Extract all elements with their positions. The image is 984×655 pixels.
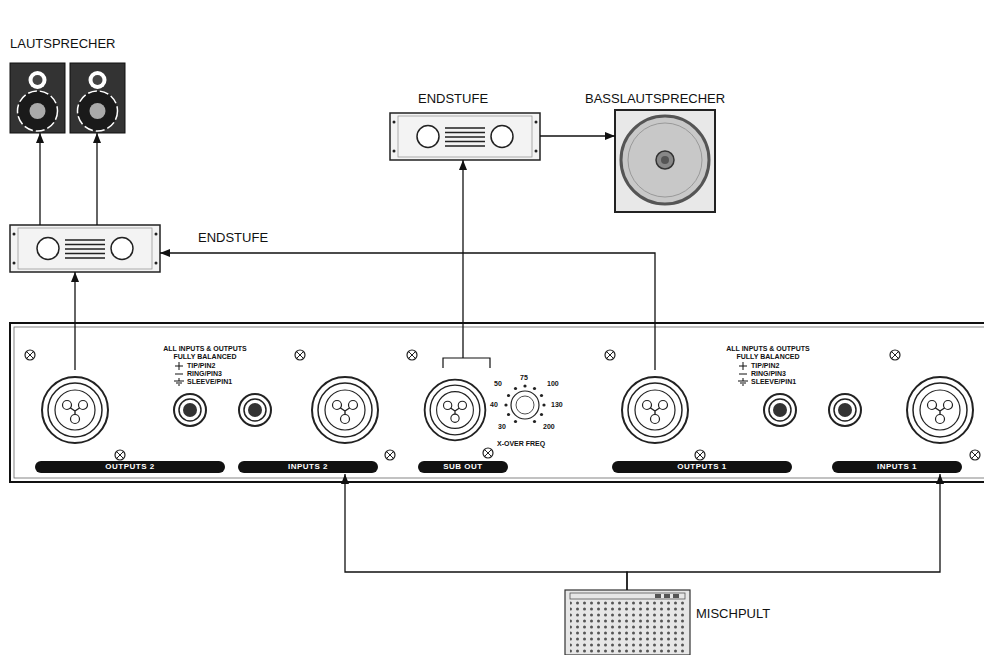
dial-number: 75 <box>520 374 528 382</box>
pin-symbols <box>174 362 748 385</box>
subwoofer: BASSLAUTSPRECHER <box>615 110 715 212</box>
crossover-dial <box>443 358 546 423</box>
mixing-console: MISCHPULT <box>565 590 690 655</box>
socket-label: OUTPUTS 2 <box>35 461 225 473</box>
socket-label: INPUTS 2 <box>238 461 378 473</box>
dial-number: 100 <box>547 380 559 388</box>
dial-number: 130 <box>551 401 563 409</box>
pin-label: TIP/PIN2 <box>187 362 215 370</box>
device-label: ENDSTUFE <box>198 230 268 245</box>
pin-label: RING/PIN3 <box>187 370 222 378</box>
device-label: MISCHPULT <box>696 606 770 621</box>
subwoofer <box>615 110 715 212</box>
pin-label: SLEEVE/PIN1 <box>751 378 796 386</box>
pin-label: TIP/PIN2 <box>751 362 779 370</box>
signal-arrow <box>96 133 97 225</box>
power-amp: ENDSTUFE <box>10 225 160 272</box>
sub-out-socket: SUB OUT <box>418 358 508 474</box>
rack-panel <box>10 323 984 482</box>
dial-number: 50 <box>494 380 502 388</box>
output-socket: OUTPUTS 2 <box>35 370 225 474</box>
signal-arrow <box>462 160 463 358</box>
input-socket: INPUTS 1 <box>832 370 962 474</box>
pin-label: RING/PIN3 <box>751 370 786 378</box>
input-socket: INPUTS 2 <box>238 370 378 474</box>
device-label: LAUTSPRECHER <box>10 36 115 51</box>
socket-label: SUB OUT <box>418 461 508 473</box>
panel-note: ALL INPUTS & OUTPUTS FULLY BALANCED <box>719 345 817 361</box>
signal-arrow <box>160 253 655 370</box>
dial-number: 40 <box>490 401 498 409</box>
signal-arrow <box>627 474 940 590</box>
socket-label: INPUTS 1 <box>832 461 962 473</box>
speaker-pair: LAUTSPRECHER <box>8 36 130 133</box>
device-label: BASSLAUTSPRECHER <box>585 91 725 106</box>
pin-label: SLEEVE/PIN1 <box>187 378 232 386</box>
signal-arrow <box>345 474 627 590</box>
dial-number: 200 <box>543 423 555 431</box>
signal-arrow <box>39 133 40 225</box>
socket-label: OUTPUTS 1 <box>612 461 792 473</box>
power-amp <box>10 113 540 272</box>
speaker-pair <box>10 63 125 133</box>
mixing-console <box>565 590 690 655</box>
dial-number: 30 <box>498 423 506 431</box>
dial-caption: X-OVER FREQ <box>497 440 545 448</box>
panel-note: ALL INPUTS & OUTPUTS FULLY BALANCED <box>156 345 254 361</box>
power-amp: ENDSTUFE <box>390 113 540 160</box>
signal-arrow <box>540 135 615 136</box>
output-socket: OUTPUTS 1 <box>612 370 792 474</box>
device-label: ENDSTUFE <box>418 91 488 106</box>
signal-arrow <box>74 272 75 370</box>
